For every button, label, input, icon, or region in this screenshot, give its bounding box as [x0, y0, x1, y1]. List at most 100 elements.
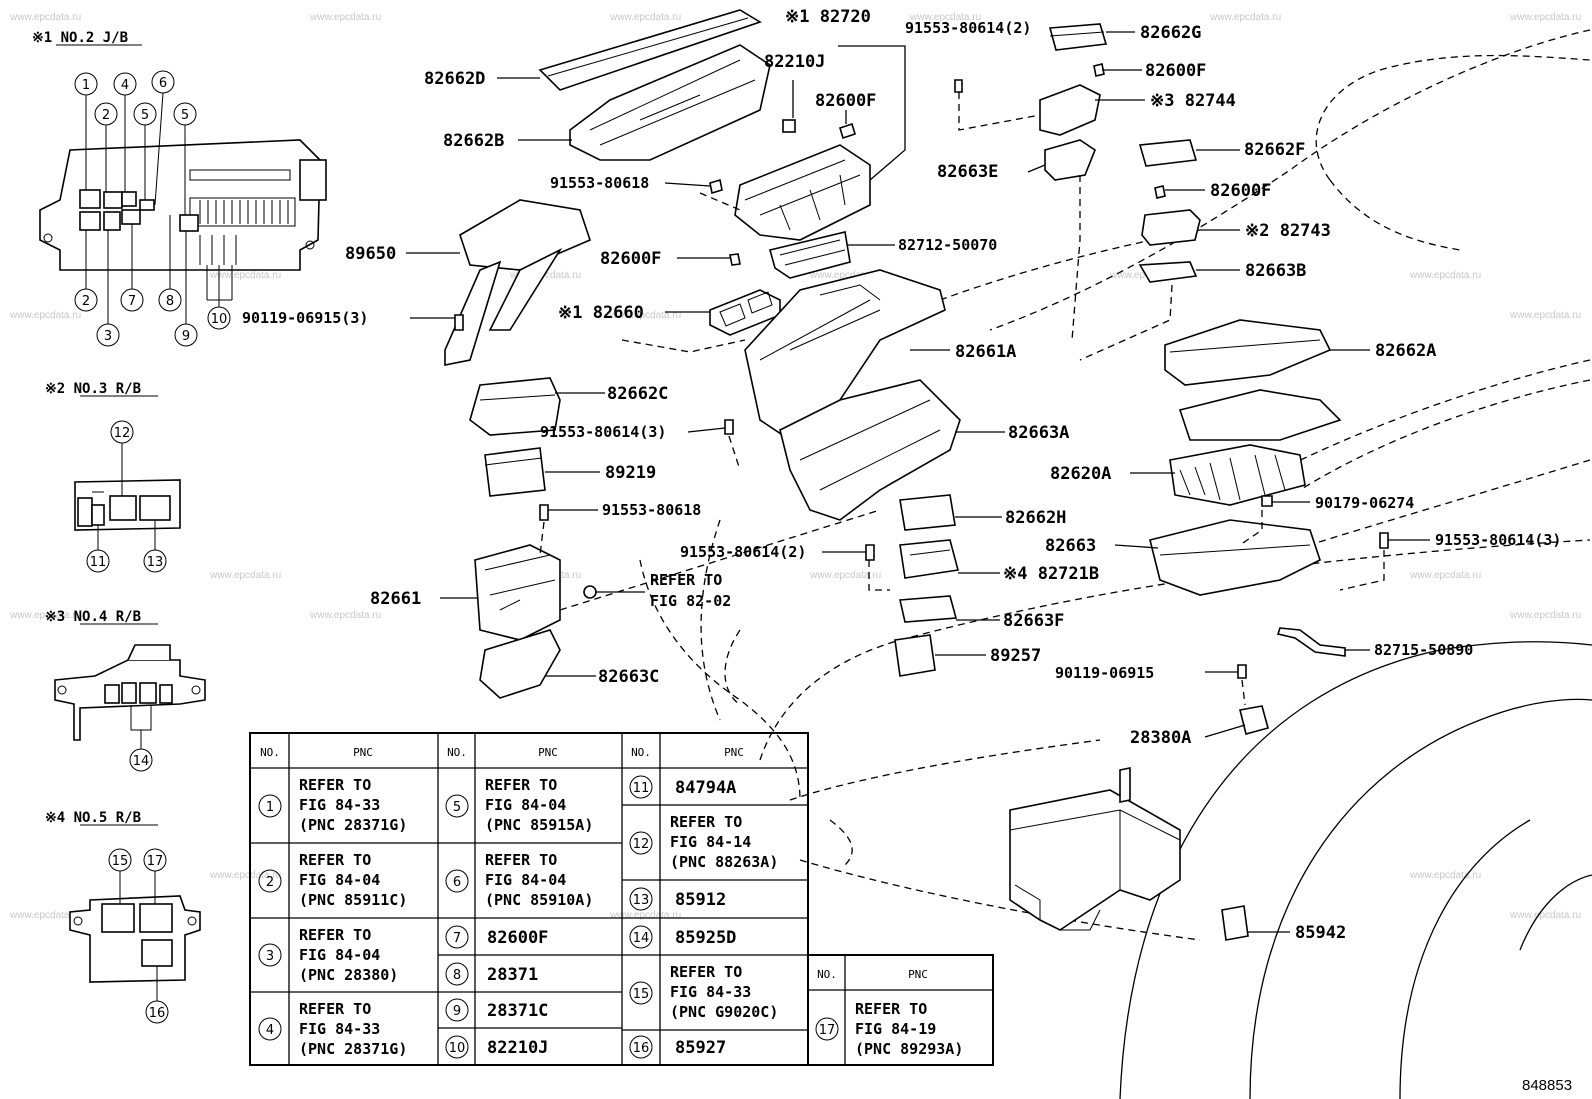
svg-text:13: 13	[633, 893, 650, 908]
part-label: 82600F	[815, 91, 876, 111]
svg-text:8: 8	[166, 294, 174, 309]
watermark: www.epcdata.ru	[9, 12, 81, 23]
svg-text:14: 14	[133, 754, 150, 769]
svg-text:13: 13	[147, 555, 164, 570]
inset-no2-jb: ※1 NO.2 J/B 1 2 3 4 2 5 5 6 7 8 9 10	[32, 30, 327, 347]
svg-text:11: 11	[633, 781, 650, 796]
part-label: 82663	[1045, 536, 1096, 556]
svg-text:85927: 85927	[675, 1038, 726, 1058]
watermark: www.epcdata.ru	[1409, 870, 1481, 881]
svg-text:6: 6	[453, 875, 461, 890]
part-label: 82712-50070	[898, 236, 997, 254]
watermark: www.epcdata.ru	[1209, 12, 1281, 23]
part-label: 91553-80614(2)	[680, 543, 806, 561]
callout-2b: 2	[94, 102, 118, 192]
callout-9: 9	[174, 231, 198, 347]
callout-3: 3	[96, 230, 120, 347]
svg-text:2: 2	[102, 108, 110, 123]
svg-text:FIG 84-33: FIG 84-33	[670, 983, 751, 1001]
callout-6: 6	[151, 70, 175, 206]
svg-text:FIG 84-33: FIG 84-33	[299, 1020, 380, 1038]
svg-text:4: 4	[266, 1023, 274, 1038]
svg-text:5: 5	[141, 108, 149, 123]
callout-2: 2	[74, 230, 98, 312]
svg-text:REFER TO: REFER TO	[670, 963, 742, 981]
part-labels: ※1 82720 91553-80614(2) 82662G 82662D 82…	[242, 7, 1561, 943]
svg-text:REFER TO: REFER TO	[299, 1000, 371, 1018]
svg-text:12: 12	[633, 837, 650, 852]
part-label: 82600F	[1210, 181, 1271, 201]
table-row: 15 REFER TO FIG 84-33 (PNC G9020C)	[629, 963, 778, 1021]
part-label: 82600F	[1145, 61, 1206, 81]
watermark: www.epcdata.ru	[1409, 570, 1481, 581]
part-label: 82663C	[598, 667, 659, 687]
watermark: www.epcdata.ru	[209, 570, 281, 581]
svg-text:FIG 84-19: FIG 84-19	[855, 1020, 936, 1038]
watermark: www.epcdata.ru	[9, 310, 81, 321]
svg-text:82600F: 82600F	[487, 928, 548, 948]
table-header-pnc: PNC	[908, 968, 928, 981]
table-header-no: NO.	[447, 746, 467, 759]
svg-text:(PNC G9020C): (PNC G9020C)	[670, 1003, 778, 1021]
svg-text:2: 2	[266, 875, 274, 890]
part-label: ※1 82720	[785, 7, 871, 27]
inset-title: ※2 NO.3 R/B	[45, 381, 141, 397]
svg-text:(PNC 85915A): (PNC 85915A)	[485, 816, 593, 834]
svg-text:7: 7	[453, 931, 461, 946]
svg-text:FIG 84-33: FIG 84-33	[299, 796, 380, 814]
table-header-pnc: PNC	[724, 746, 744, 759]
table-row: 13 85912	[629, 887, 726, 911]
part-label: 91553-80614(3)	[1435, 531, 1561, 549]
callout-1: 1	[74, 72, 98, 190]
svg-text:85925D: 85925D	[675, 928, 736, 948]
svg-text:(PNC 28371G): (PNC 28371G)	[299, 1040, 407, 1058]
svg-text:REFER TO: REFER TO	[855, 1000, 927, 1018]
svg-text:REFER TO: REFER TO	[485, 851, 557, 869]
wheel-arch	[1119, 641, 1592, 1099]
svg-text:5: 5	[453, 800, 461, 815]
svg-text:16: 16	[633, 1041, 650, 1056]
svg-text:8: 8	[453, 968, 461, 983]
watermark: www.epcdata.ru	[909, 12, 981, 23]
svg-text:FIG 84-04: FIG 84-04	[299, 946, 380, 964]
table-row: 3 REFER TO FIG 84-04 (PNC 28380)	[258, 926, 398, 984]
table-row: 1 REFER TO FIG 84-33 (PNC 28371G)	[258, 776, 407, 834]
part-label: 91553-80618	[550, 174, 649, 192]
svg-text:84794A: 84794A	[675, 778, 736, 798]
svg-text:5: 5	[181, 108, 189, 123]
watermark: www.epcdata.ru	[809, 270, 881, 281]
watermark: www.epcdata.ru	[809, 570, 881, 581]
table-row: 6 REFER TO FIG 84-04 (PNC 85910A)	[445, 851, 593, 909]
svg-text:17: 17	[147, 854, 164, 869]
part-label: 82663E	[937, 162, 998, 182]
callout-15: 15	[108, 848, 132, 904]
table-row: 5 REFER TO FIG 84-04 (PNC 85915A)	[445, 776, 593, 834]
part-label: 82620A	[1050, 464, 1111, 484]
callout-8: 8	[158, 215, 182, 312]
part-label: 85942	[1295, 923, 1346, 943]
part-label: 89219	[605, 463, 656, 483]
table-row: 16 85927	[629, 1035, 726, 1059]
part-label: 82600F	[600, 249, 661, 269]
svg-text:REFER TO: REFER TO	[299, 926, 371, 944]
svg-text:3: 3	[104, 329, 112, 344]
callout-13: 13	[143, 520, 167, 573]
part-label: 82662F	[1244, 140, 1305, 160]
watermark: www.epcdata.ru	[1509, 610, 1581, 621]
part-label: 82662H	[1005, 508, 1066, 528]
table-row: 8 28371	[445, 962, 538, 986]
part-label: ※1 82660	[558, 303, 644, 323]
svg-text:3: 3	[266, 949, 274, 964]
svg-text:FIG 84-04: FIG 84-04	[485, 796, 566, 814]
table-row: 9 28371C	[445, 998, 548, 1022]
pnc-table: NO. PNC NO. PNC NO. PNC NO. PNC 1 REFER …	[249, 732, 994, 1066]
part-label: 91553-80614(3)	[540, 423, 666, 441]
callout-17: 17	[143, 848, 167, 904]
svg-text:10: 10	[211, 312, 228, 327]
svg-text:REFER TO: REFER TO	[485, 776, 557, 794]
watermark: www.epcdata.ru	[609, 910, 681, 921]
watermark: www.epcdata.ru	[309, 610, 381, 621]
leader-lines	[406, 31, 1430, 933]
svg-text:16: 16	[149, 1006, 166, 1021]
